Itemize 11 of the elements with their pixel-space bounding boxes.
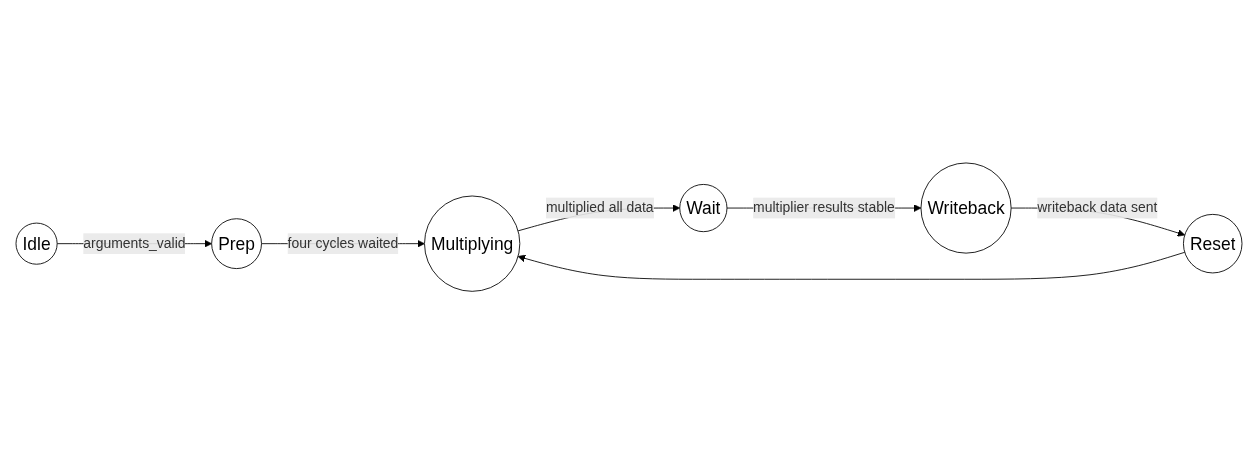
node-circle: Writeback — [920, 162, 1012, 254]
node-circle: Wait — [678, 184, 727, 233]
node-circle: Reset — [1182, 214, 1242, 274]
edge-label: multiplier results stable — [752, 200, 895, 216]
node-circle: Idle — [15, 223, 58, 265]
node-circle: Multiplying — [423, 195, 520, 293]
edge-label: four cycles waited — [287, 236, 398, 251]
edge-label: writeback data sent — [1036, 200, 1157, 216]
edge-label: arguments_valid — [82, 236, 186, 251]
node-circle: Prep — [210, 218, 262, 270]
edge-label: multiplied all data — [545, 200, 654, 216]
